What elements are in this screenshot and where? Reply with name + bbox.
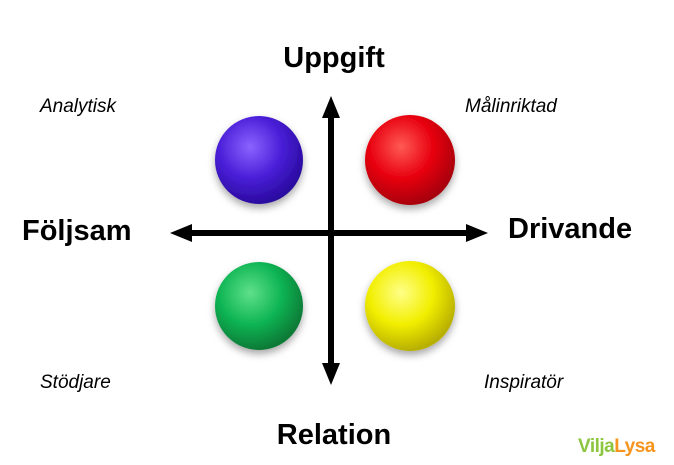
quadrant-label-stodjare: Stödjare <box>40 372 111 393</box>
axis-label-top: Uppgift <box>283 42 385 74</box>
quadrant-label-analytisk: Analytisk <box>40 96 117 117</box>
arrow-right-icon <box>466 224 488 242</box>
circle-stodjare <box>215 262 303 350</box>
axis-label-bottom: Relation <box>276 419 392 451</box>
circle-inspirator <box>365 261 455 351</box>
axis-label-right: Drivande <box>508 213 633 245</box>
arrow-left-icon <box>170 224 192 242</box>
brand-logo-part1: Vilja <box>578 436 615 457</box>
brand-logo: ViljaLysa <box>578 437 655 456</box>
quadrant-label-malinriktad: Målinriktad <box>465 96 557 117</box>
quadrant-label-inspirator: Inspiratör <box>484 372 564 393</box>
arrow-down-icon <box>322 363 340 385</box>
circle-malinriktad <box>365 115 455 205</box>
arrow-up-icon <box>322 96 340 118</box>
axis-label-left: Följsam <box>22 215 132 247</box>
circle-analytisk <box>215 116 303 204</box>
brand-logo-part2: Lysa <box>614 436 655 457</box>
